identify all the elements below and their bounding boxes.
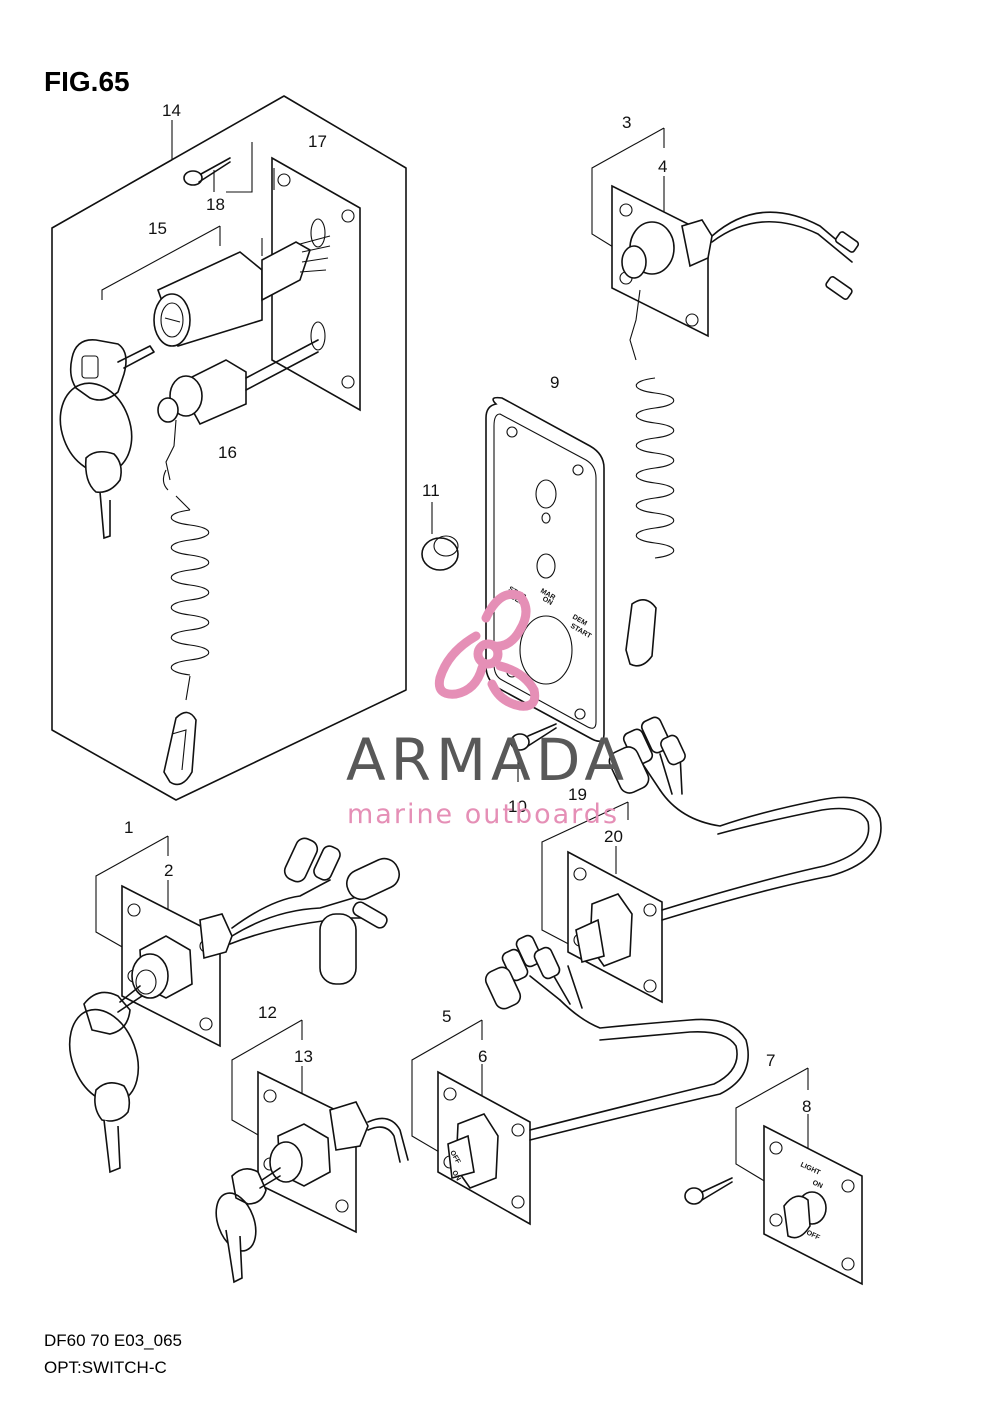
watermark-tagline: marine outboards (347, 799, 619, 830)
watermark: ARMADA marine outboards (346, 589, 629, 830)
propeller-logo-icon (434, 589, 540, 711)
stop-switch-assembly-4 (591, 127, 860, 667)
callout-15: 15 (148, 219, 167, 238)
callout-18: 18 (206, 195, 225, 214)
switch-6-on-label: ON (450, 1170, 461, 1183)
callout-13: 13 (294, 1047, 313, 1066)
callout-10: 10 (508, 797, 527, 816)
callout-5: 5 (442, 1007, 451, 1026)
kit-box-14 (51, 95, 407, 801)
callout-16: 16 (218, 443, 237, 462)
switch-assembly-6: OFF ON (411, 934, 749, 1226)
panel-9: STOP DEP MAR ON DEM START (485, 396, 605, 742)
key-switch-assembly-2 (68, 835, 401, 1174)
figure-code: DF60 70 E03_065 (44, 1331, 182, 1350)
figure-title: FIG.65 (44, 66, 130, 97)
callout-1: 1 (124, 818, 133, 837)
callout-3: 3 (622, 113, 631, 132)
callout-19: 19 (568, 785, 587, 804)
main-switch-15 (101, 225, 331, 347)
key-set-15 (59, 339, 155, 540)
callout-6: 6 (478, 1047, 487, 1066)
callout-8: 8 (802, 1097, 811, 1116)
coiled-lanyard-4 (635, 377, 675, 559)
light-switch-assembly-8: LIGHT ON OFF (684, 1067, 863, 1286)
callout-20: 20 (604, 827, 623, 846)
callout-7: 7 (766, 1051, 775, 1070)
callout-12: 12 (258, 1003, 277, 1022)
stop-switch-16 (157, 339, 319, 786)
callout-2: 2 (164, 861, 173, 880)
figure-caption: OPT:SWITCH-C (44, 1358, 167, 1377)
watermark-brand: ARMADA (346, 726, 629, 794)
plug-11 (421, 502, 459, 571)
callout-4: 4 (658, 157, 667, 176)
callout-17: 17 (308, 132, 327, 151)
callout-labels: 1 2 3 4 5 6 7 8 9 10 11 12 13 14 15 16 1… (124, 101, 811, 1116)
key-switch-assembly-13 (215, 1019, 409, 1284)
coiled-lanyard-16 (170, 495, 210, 701)
callout-9: 9 (550, 373, 559, 392)
switch-assembly-20 (541, 716, 882, 1004)
panel-on-label: ON (541, 596, 554, 607)
switch-8-on-label: ON (811, 1179, 823, 1190)
callout-14: 14 (162, 101, 181, 120)
callout-11: 11 (422, 481, 440, 500)
screw-10 (510, 723, 557, 782)
screw-18 (183, 157, 231, 192)
